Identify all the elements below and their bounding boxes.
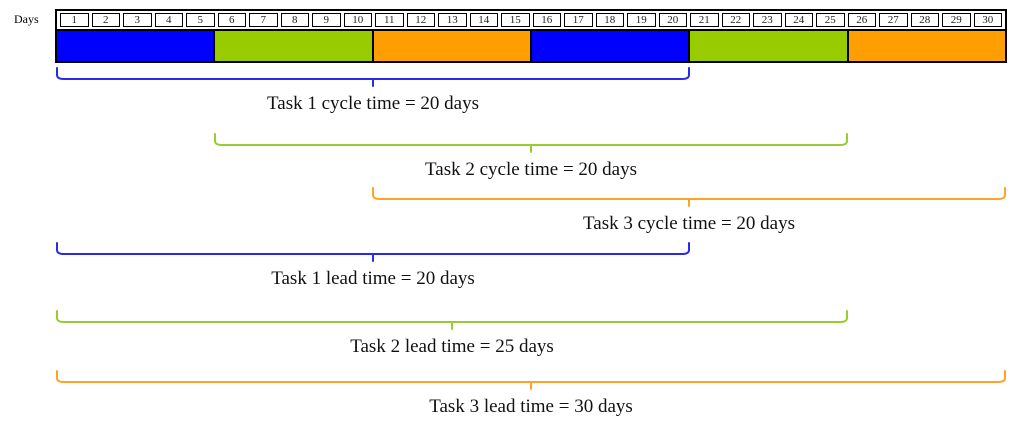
day-cell: 6 <box>217 13 246 27</box>
day-cell: 28 <box>910 13 939 27</box>
duration-brace <box>56 370 1006 390</box>
day-cell: 1 <box>60 13 89 27</box>
day-cell: 24 <box>784 13 813 27</box>
day-cell: 5 <box>186 13 215 27</box>
day-cell: 17 <box>564 13 593 27</box>
day-cell: 3 <box>123 13 152 27</box>
day-cell: 2 <box>91 13 120 27</box>
day-cell: 7 <box>249 13 278 27</box>
day-cell: 13 <box>438 13 467 27</box>
task-bar-segment <box>846 31 1005 61</box>
day-cell: 16 <box>532 13 561 27</box>
task-bar <box>57 29 1005 61</box>
day-cell: 12 <box>406 13 435 27</box>
task-bar-segment <box>529 31 689 61</box>
duration-brace <box>56 310 848 330</box>
brace-label: Task 1 lead time = 20 days <box>271 268 475 289</box>
day-cell: 18 <box>595 13 624 27</box>
day-cell: 25 <box>816 13 845 27</box>
task-bar-segment <box>57 31 214 61</box>
task-bar-segment <box>213 31 372 61</box>
day-cell: 4 <box>154 13 183 27</box>
day-cell: 29 <box>942 13 971 27</box>
duration-brace <box>56 242 690 262</box>
brace-label: Task 2 lead time = 25 days <box>350 336 554 357</box>
brace-label: Task 1 cycle time = 20 days <box>267 93 479 114</box>
brace-label: Task 3 cycle time = 20 days <box>583 213 795 234</box>
duration-brace <box>56 67 690 87</box>
day-cell: 22 <box>721 13 750 27</box>
task-bar-segment <box>371 31 530 61</box>
duration-brace <box>214 133 848 153</box>
day-cell: 10 <box>343 13 372 27</box>
day-cell: 21 <box>690 13 719 27</box>
brace-label: Task 2 cycle time = 20 days <box>425 159 637 180</box>
day-cell: 8 <box>280 13 309 27</box>
duration-brace <box>372 187 1006 207</box>
day-cell: 11 <box>375 13 404 27</box>
day-cell: 27 <box>879 13 908 27</box>
day-cell: 19 <box>627 13 656 27</box>
day-cell: 23 <box>753 13 782 27</box>
day-cell: 20 <box>658 13 687 27</box>
day-cell: 9 <box>312 13 341 27</box>
day-cell: 26 <box>847 13 876 27</box>
day-cell: 15 <box>501 13 530 27</box>
day-cell: 14 <box>469 13 498 27</box>
days-axis-label: Days <box>14 12 39 26</box>
day-cell: 30 <box>973 13 1002 27</box>
brace-label: Task 3 lead time = 30 days <box>429 396 633 417</box>
task-bar-segment <box>688 31 847 61</box>
